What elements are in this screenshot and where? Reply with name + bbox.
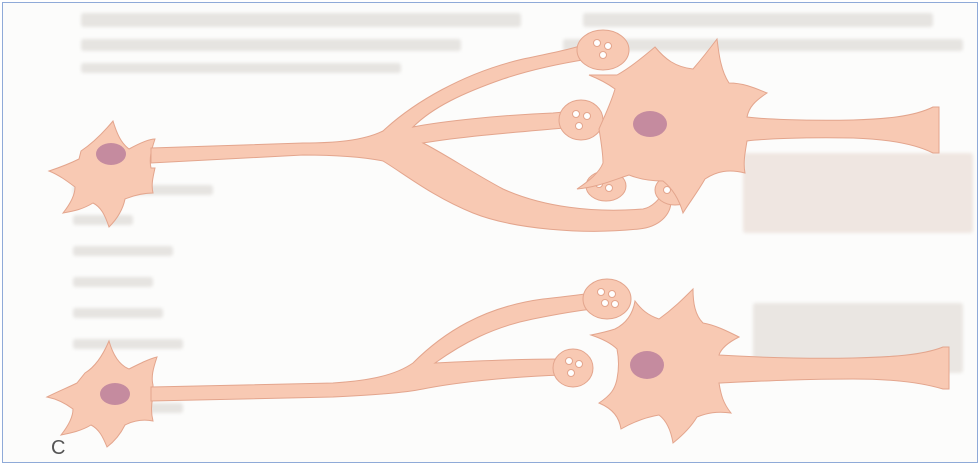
neuron-diagram [3,3,978,463]
bottom-presynaptic-nucleus [100,383,130,405]
top-presynaptic-nucleus [96,143,126,165]
top-presynaptic-cell-body [49,121,155,227]
bottom-terminal-2 [553,349,593,387]
top-terminal-2 [559,100,603,140]
top-postsynaptic-cell [577,39,939,213]
top-terminal-1 [577,30,629,70]
bottom-terminal-1 [583,279,631,319]
bottom-axon-and-branches [151,293,593,401]
top-postsynaptic-nucleus [633,111,667,137]
bottom-postsynaptic-nucleus [630,351,664,379]
bottom-circuit [47,279,949,447]
top-circuit [49,30,939,231]
panel-label: C [51,437,65,460]
